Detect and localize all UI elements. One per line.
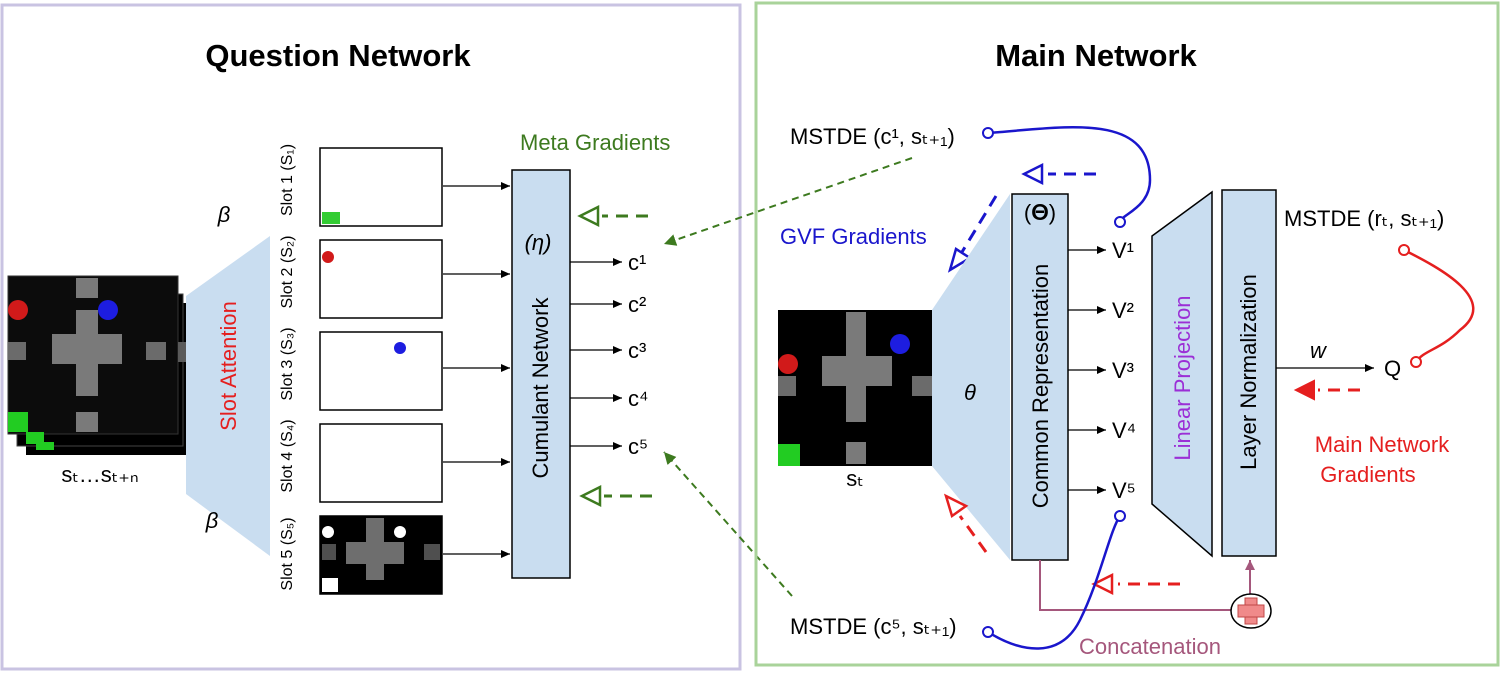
concatenation-plus-icon xyxy=(1230,593,1272,629)
cumulant-1: c¹ xyxy=(628,250,646,275)
main-curve-end xyxy=(1410,356,1422,368)
main-gradient-arrow-wedge xyxy=(943,493,988,553)
cumulant-4: c⁴ xyxy=(628,386,648,411)
slot-label-2: Slot 2 (S₂) xyxy=(279,236,296,309)
meta-gradient-arrow-top xyxy=(577,204,648,228)
gvf-gradient-arrow-horizontal xyxy=(1021,162,1096,186)
slot-label-1: Slot 1 (S₁) xyxy=(279,144,296,216)
input-frame-stack xyxy=(7,275,192,455)
main-curve xyxy=(1403,248,1475,363)
cumulant-3: c³ xyxy=(628,338,646,363)
slot-label-4: Slot 4 (S₄) xyxy=(279,419,296,492)
linear-projection-label: Linear Projection xyxy=(1170,295,1195,460)
linear-projection-box xyxy=(1151,190,1213,558)
cumulant-network-label: Cumulant Network xyxy=(528,297,553,479)
slot-attention-label: Slot Attention xyxy=(216,301,241,431)
main-network-title: Main Network xyxy=(995,38,1197,73)
meta-gradient-arrow-bottom xyxy=(579,484,652,508)
layer-normalization-label: Layer Normalization xyxy=(1236,274,1261,470)
slot-label-3: Slot 3 (S₃) xyxy=(279,327,296,400)
input-sequence-label: sₜ…sₜ₊ₙ xyxy=(61,462,138,487)
concatenation-label: Concatenation xyxy=(1079,634,1221,659)
slot-image-5 xyxy=(319,515,443,595)
main-curve-start xyxy=(1398,244,1410,256)
main-network-panel xyxy=(754,1,1500,667)
gvf-gradients-label: GVF Gradients xyxy=(780,224,927,249)
gvf-curve-top-end xyxy=(1114,216,1126,228)
meta-connector-top xyxy=(663,157,913,246)
slot-image-1 xyxy=(319,147,443,227)
mstde-reward-label: MSTDE (rₜ, sₜ₊₁) xyxy=(1284,206,1444,231)
common-representation-label: Common Representation xyxy=(1028,264,1053,509)
value-1: V¹ xyxy=(1112,238,1134,263)
mstde-bottom-label: MSTDE (c⁵, sₜ₊₁) xyxy=(790,614,957,639)
slot-image-2 xyxy=(319,239,443,319)
value-3: V³ xyxy=(1112,358,1134,383)
state-label: sₜ xyxy=(846,466,864,491)
gvf-curve-bottom-end xyxy=(1114,510,1126,522)
value-4: V⁴ xyxy=(1112,418,1136,443)
phi-label: (𝚯) xyxy=(1024,200,1056,225)
slot-image-3 xyxy=(319,331,443,411)
beta-bottom: β xyxy=(205,508,219,533)
cumulant-network-box xyxy=(511,169,571,579)
cumulant-5: c⁵ xyxy=(628,434,648,459)
value-5: V⁵ xyxy=(1112,478,1136,503)
main-gradients-label-line1: Main Network xyxy=(1315,432,1450,457)
gvf-curve-top-start xyxy=(982,127,994,139)
gvf-curve-top xyxy=(987,125,1152,223)
state-frame xyxy=(778,310,932,466)
meta-connector-bottom xyxy=(663,451,793,597)
gvf-curve-bottom xyxy=(987,515,1122,650)
main-gradients-label-line2: Gradients xyxy=(1320,462,1415,487)
theta-wedge xyxy=(932,194,1010,560)
slot-image-4 xyxy=(319,423,443,503)
mstde-top-label: MSTDE (c¹, sₜ₊₁) xyxy=(790,124,955,149)
question-network-title: Question Network xyxy=(205,38,471,73)
main-gradient-arrow-bottom xyxy=(1091,572,1180,596)
slot-label-5: Slot 5 (S₅) xyxy=(279,517,296,590)
cumulant-2: c² xyxy=(628,292,646,317)
meta-gradients-label: Meta Gradients xyxy=(520,130,670,155)
w-label: w xyxy=(1310,338,1328,363)
common-representation-box xyxy=(1011,193,1069,561)
gvf-gradient-arrow-diagonal xyxy=(947,195,998,273)
value-2: V² xyxy=(1112,298,1134,323)
layer-normalization-box xyxy=(1221,189,1277,557)
beta-top: β xyxy=(217,202,231,227)
main-gradient-arrow-right xyxy=(1293,379,1360,401)
slot-attention-wedge xyxy=(186,236,270,556)
eta-label: (η) xyxy=(525,230,552,255)
gvf-curve-bottom-start xyxy=(982,626,994,638)
q-label: Q xyxy=(1384,356,1401,381)
theta-label: θ xyxy=(964,380,976,405)
concatenation-path xyxy=(1039,560,1234,611)
